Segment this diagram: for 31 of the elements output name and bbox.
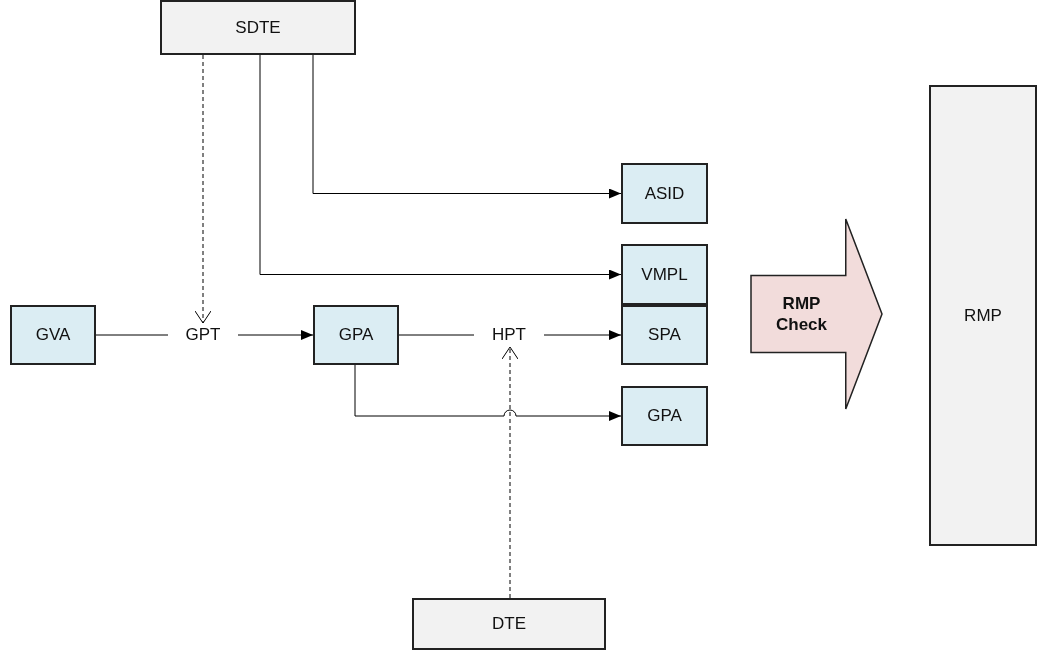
node-label: SDTE	[235, 16, 281, 39]
address-box	[621, 305, 708, 365]
address-box	[621, 386, 708, 446]
arrow	[543, 330, 622, 340]
dashed-arrow	[501, 346, 519, 599]
address-box	[10, 305, 96, 365]
address-box	[621, 244, 708, 305]
arrow	[354, 364, 622, 421]
node-label: GPA	[647, 405, 682, 427]
address-box	[621, 163, 708, 224]
arrow	[312, 54, 622, 199]
arrow	[259, 54, 622, 280]
connector-line	[95, 334, 169, 336]
arrow	[237, 330, 314, 340]
node-label: GVA	[35, 324, 71, 346]
component-box	[929, 85, 1037, 546]
node-label: ASID	[644, 182, 685, 205]
dashed-arrow	[194, 54, 212, 324]
node-label: VMPL	[641, 263, 688, 286]
node-label: GPA	[338, 324, 374, 346]
node-label: DTE	[492, 613, 526, 635]
address-box	[313, 305, 399, 365]
node-label: HPT	[492, 324, 526, 346]
component-box	[412, 598, 606, 650]
node-label: GPT	[185, 324, 221, 346]
connector-line	[398, 334, 475, 336]
component-box	[160, 0, 356, 55]
node-label: SPA	[648, 324, 681, 346]
node-label: RMP Check	[775, 292, 828, 336]
block-arrow	[750, 218, 883, 410]
node-label: RMP	[964, 304, 1002, 327]
